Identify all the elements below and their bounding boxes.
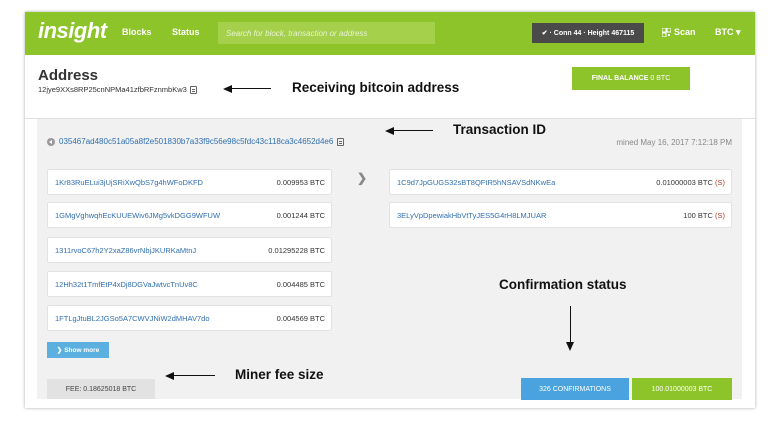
annotation-transaction-id: Transaction ID [453, 122, 547, 137]
final-balance-label: FINAL BALANCE [591, 75, 649, 82]
txid-row: 035467ad480c51a05a8f2e501830b7a33f9c56e9… [47, 137, 345, 146]
show-more-button[interactable]: ❯ Show more [47, 342, 109, 358]
navbar: insight Blocks Status ✔ · Conn 44 · Heig… [25, 12, 755, 55]
collapse-arrow-icon[interactable] [47, 137, 55, 146]
input-amount: 0.009953 BTC [276, 177, 325, 187]
annotation-arrow [385, 127, 433, 135]
input-amount: 0.01295228 BTC [268, 245, 325, 255]
input-row: 1FTLgJtuBL2JGSo5A7CWVJNiW2dMHAV7do 0.004… [47, 305, 332, 331]
connection-status-badge[interactable]: ✔ · Conn 44 · Height 467115 [532, 23, 644, 43]
output-row: 1C9d7JpGUGS32sBT8QFtR5hNSAVSdNKwEa 0.010… [389, 169, 732, 195]
spent-flag-link[interactable]: (S) [715, 210, 725, 220]
output-address-link[interactable]: 1C9d7JpGUGS32sBT8QFtR5hNSAVSdNKwEa [397, 177, 556, 187]
output-amount: 100 BTC [683, 210, 713, 220]
scan-label: Scan [674, 27, 696, 37]
currency-dropdown[interactable]: BTC ▾ [715, 27, 741, 37]
page-title: Address [38, 67, 99, 84]
nav-status-link[interactable]: Status [172, 27, 200, 37]
input-amount: 0.004569 BTC [276, 313, 325, 323]
nav-blocks-link[interactable]: Blocks [122, 27, 152, 37]
spent-flag-link[interactable]: (S) [715, 177, 725, 187]
transaction-id-link[interactable]: 035467ad480c51a05a8f2e501830b7a33f9c56e9… [59, 137, 334, 146]
annotation-confirmation-status: Confirmation status [499, 277, 627, 292]
annotation-arrow [566, 306, 574, 351]
search-input[interactable] [218, 22, 435, 44]
copy-icon[interactable] [337, 137, 345, 146]
confirmations-button[interactable]: 326 CONFIRMATIONS [521, 378, 629, 400]
output-amount-group: 100 BTC (S) [683, 211, 725, 220]
annotation-arrow [223, 85, 271, 93]
input-address-link[interactable]: 1311rvoC67h2Y2xaZ86vrNbjJKURKaMtnJ [55, 245, 197, 255]
total-amount-button[interactable]: 100.01000003 BTC [632, 378, 732, 400]
input-address-link[interactable]: 1FTLgJtuBL2JGSo5A7CWVJNiW2dMHAV7do [55, 313, 210, 323]
insight-logo[interactable]: insight [38, 18, 107, 43]
fee-badge: FEE: 0.18625018 BTC [47, 379, 155, 399]
transaction-panel: 035467ad480c51a05a8f2e501830b7a33f9c56e9… [37, 119, 742, 400]
output-row: 3ELyVpDpewiakHbVtTyJES5G4rH8LMJUAR 100 B… [389, 202, 732, 228]
mined-timestamp: mined May 16, 2017 7:12:18 PM [616, 138, 732, 147]
input-row: 1311rvoC67h2Y2xaZ86vrNbjJKURKaMtnJ 0.012… [47, 237, 332, 263]
show-more-label: Show more [64, 346, 100, 354]
annotation-receiving-address: Receiving bitcoin address [292, 80, 460, 95]
output-address-link[interactable]: 3ELyVpDpewiakHbVtTyJES5G4rH8LMJUAR [397, 210, 547, 220]
input-row: 1GMgVghwqhEcKUUEWiv6JMg5vkDGG9WFUW 0.001… [47, 202, 332, 228]
bitcoin-address[interactable]: 12jye9XXs8RP25cnNPMa41zfbRFznmbKw3 [38, 85, 187, 94]
chevron-right-icon: ❯ [357, 171, 368, 185]
output-amount-group: 0.01000003 BTC (S) [656, 178, 725, 187]
output-amount: 0.01000003 BTC [656, 177, 713, 187]
input-address-link[interactable]: 12Hh32t1TmfEtP4xDj8DGVaJwtvcTnUv8C [55, 279, 198, 289]
annotation-arrow [165, 372, 215, 380]
annotation-miner-fee: Miner fee size [235, 367, 324, 382]
input-amount: 0.001244 BTC [276, 210, 325, 220]
final-balance-value: 0 BTC [650, 75, 671, 82]
final-balance-badge: FINAL BALANCE 0 BTC [572, 67, 690, 90]
address-value-row: 12jye9XXs8RP25cnNPMa41zfbRFznmbKw3 [38, 85, 197, 94]
scan-button[interactable]: Scan [662, 27, 696, 37]
header-divider [25, 118, 755, 119]
input-address-link[interactable]: 1GMgVghwqhEcKUUEWiv6JMg5vkDGG9WFUW [55, 210, 221, 220]
input-row: 1Kr83RuELui3jUjSRiXwQbS7g4hWFoDKFD 0.009… [47, 169, 332, 195]
input-row: 12Hh32t1TmfEtP4xDj8DGVaJwtvcTnUv8C 0.004… [47, 271, 332, 297]
copy-icon[interactable] [189, 85, 197, 94]
chevron-down-icon: ❯ [56, 347, 63, 354]
qr-code-icon [662, 27, 671, 37]
insight-window: insight Blocks Status ✔ · Conn 44 · Heig… [25, 12, 755, 408]
input-amount: 0.004485 BTC [276, 279, 325, 289]
input-address-link[interactable]: 1Kr83RuELui3jUjSRiXwQbS7g4hWFoDKFD [55, 177, 203, 187]
